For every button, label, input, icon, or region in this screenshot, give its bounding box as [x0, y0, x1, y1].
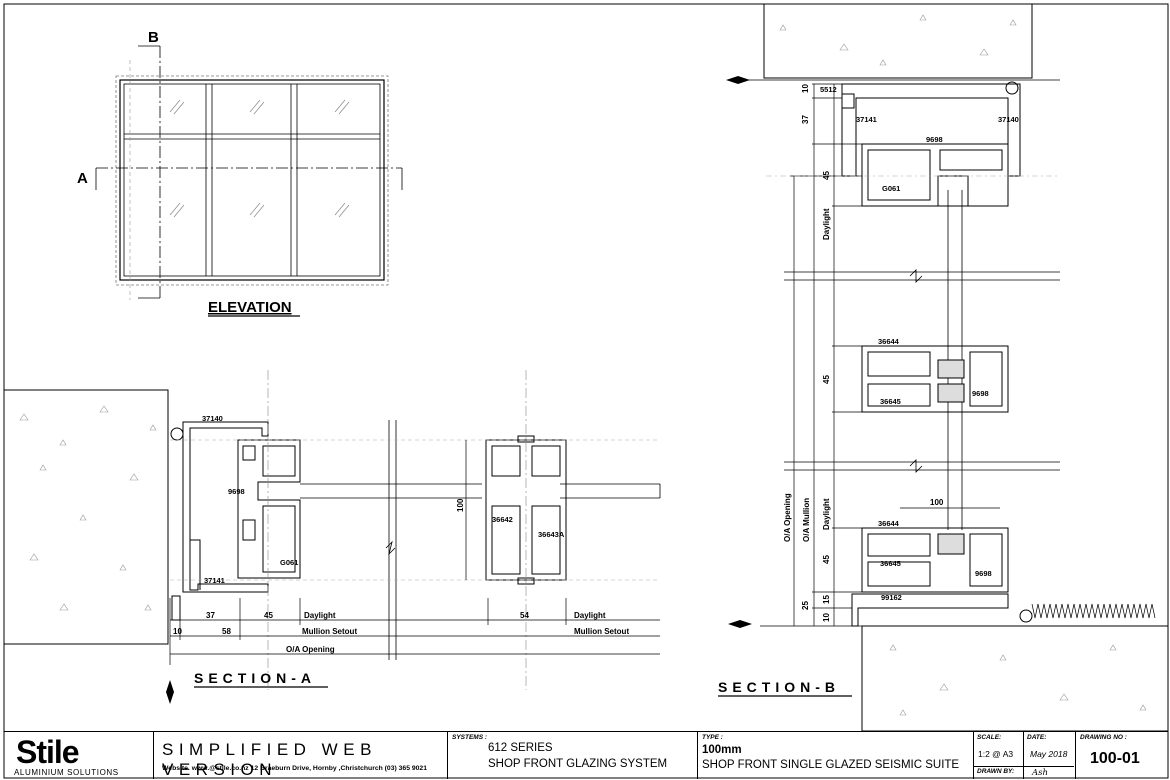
systems-label: SYSTEMS :: [452, 734, 488, 741]
svg-text:O/A Mullion: O/A Mullion: [802, 498, 811, 542]
section-marker-a: A: [77, 170, 88, 187]
svg-text:O/A Opening: O/A Opening: [286, 645, 335, 654]
svg-text:25: 25: [801, 601, 810, 610]
svg-text:100: 100: [930, 498, 944, 507]
elevation-title: ELEVATION: [208, 299, 292, 316]
svg-text:5512: 5512: [820, 85, 837, 94]
type-line-2: SHOP FRONT SINGLE GLAZED SEISMIC SUITE: [702, 759, 960, 771]
section-a-labels: 37140 9698 G061 37141 36642 36643A 100 3…: [173, 414, 629, 654]
svg-text:10: 10: [822, 613, 831, 622]
svg-text:9698: 9698: [926, 135, 943, 144]
svg-text:9698: 9698: [975, 569, 992, 578]
date-value: May 2018: [1030, 749, 1068, 759]
type-line-1: 100mm: [702, 744, 742, 756]
svg-text:O/A Opening: O/A Opening: [783, 493, 792, 542]
svg-text:36645: 36645: [880, 559, 901, 568]
section-a-title: SECTION-A: [194, 670, 316, 686]
svg-text:99162: 99162: [881, 593, 902, 602]
section-b-view: [726, 3, 1169, 732]
svg-text:10: 10: [801, 84, 810, 93]
svg-text:9698: 9698: [972, 389, 989, 398]
web-version-cell: SIMPLIFIED WEB VERSION Website. www.@sti…: [154, 732, 448, 779]
drawing-no-label: DRAWING NO :: [1080, 734, 1127, 741]
systems-line-1: 612 SERIES: [488, 742, 553, 754]
scale-cell: SCALE: 1:2 @ A3 DRAWN BY:: [974, 732, 1074, 779]
drawing-no-value: 100-01: [1090, 750, 1140, 767]
svg-text:G061: G061: [882, 184, 900, 193]
drawn-by-label: DRAWN BY:: [977, 768, 1015, 775]
web-version-title: SIMPLIFIED WEB VERSION: [162, 740, 377, 779]
section-b-labels: 5512 37141 37140 9698 G061 36644 36645 9…: [783, 84, 1019, 622]
svg-text:37141: 37141: [204, 576, 225, 585]
title-block: Stile ALUMINIUM SOLUTIONS SIMPLIFIED WEB…: [4, 731, 1168, 779]
svg-text:Mullion Setout: Mullion Setout: [574, 627, 629, 636]
scale-label: SCALE:: [977, 734, 1002, 741]
contact-details: Website. www.@stile.co.nz 12 Braeburn Dr…: [162, 765, 427, 772]
svg-text:45: 45: [822, 171, 831, 180]
date-cell: DATE: May 2018 Ash: [1024, 732, 1076, 779]
drawn-by-value: Ash: [1032, 768, 1048, 778]
svg-text:9698: 9698: [228, 487, 245, 496]
svg-text:37: 37: [206, 611, 215, 620]
svg-text:36645: 36645: [880, 397, 901, 406]
type-label: TYPE :: [702, 734, 723, 741]
svg-text:37: 37: [801, 115, 810, 124]
sheet-border: [3, 3, 1169, 779]
svg-text:36644: 36644: [878, 337, 900, 346]
svg-text:36643A: 36643A: [538, 530, 565, 539]
svg-text:54: 54: [520, 611, 529, 620]
systems-cell: SYSTEMS : 612 SERIES SHOP FRONT GLAZING …: [448, 732, 698, 779]
svg-text:58: 58: [222, 627, 231, 636]
logo-cell: Stile ALUMINIUM SOLUTIONS: [4, 732, 154, 779]
svg-text:Daylight: Daylight: [822, 498, 831, 530]
logo-subtitle: ALUMINIUM SOLUTIONS: [14, 768, 119, 777]
type-cell: TYPE : 100mm SHOP FRONT SINGLE GLAZED SE…: [698, 732, 974, 779]
svg-text:Daylight: Daylight: [822, 208, 831, 240]
company-logo: Stile: [16, 734, 80, 770]
svg-text:37141: 37141: [856, 115, 877, 124]
svg-text:Daylight: Daylight: [304, 611, 336, 620]
svg-text:36642: 36642: [492, 515, 513, 524]
section-a-view: [3, 370, 661, 704]
svg-text:Daylight: Daylight: [574, 611, 606, 620]
svg-text:15: 15: [822, 595, 831, 604]
svg-text:36644: 36644: [878, 519, 900, 528]
systems-line-2: SHOP FRONT GLAZING SYSTEM: [488, 758, 668, 770]
svg-text:45: 45: [264, 611, 273, 620]
svg-text:45: 45: [822, 375, 831, 384]
svg-text:Mullion Setout: Mullion Setout: [302, 627, 357, 636]
svg-text:100: 100: [456, 498, 465, 512]
date-label: DATE:: [1027, 734, 1047, 741]
elevation-view: [95, 45, 403, 300]
drawing-number-cell: DRAWING NO : 100-01: [1076, 732, 1168, 779]
concrete-wall: [3, 389, 169, 645]
section-b-title: SECTION-B: [718, 679, 840, 695]
svg-text:G061: G061: [280, 558, 298, 567]
section-marker-b: B: [148, 29, 159, 46]
svg-text:10: 10: [173, 627, 182, 636]
svg-text:37140: 37140: [202, 414, 223, 423]
svg-text:37140: 37140: [998, 115, 1019, 124]
scale-value: 1:2 @ A3: [978, 749, 1014, 759]
svg-text:45: 45: [822, 555, 831, 564]
